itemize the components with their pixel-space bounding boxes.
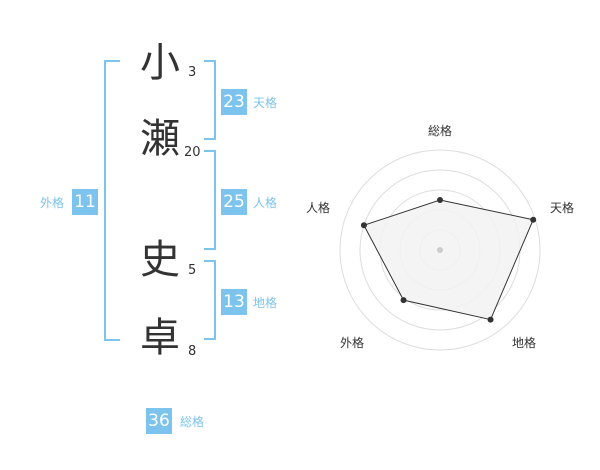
tenkaku-label: 天格: [253, 96, 278, 110]
radar-point-soukaku: [437, 197, 443, 203]
radar-grid-ring: [339, 149, 541, 351]
radar-label-soukaku: 総格: [427, 124, 452, 138]
tenkaku-bracket: [204, 60, 216, 140]
jinkaku-label: 人格: [253, 196, 278, 210]
name-char-2: 瀬: [140, 116, 180, 162]
radar-label-tenkaku: 天格: [549, 201, 574, 215]
gaikaku-bracket: [104, 60, 120, 341]
radar-point-chikaku: [487, 316, 494, 323]
jinkaku-value-badge: 25: [221, 189, 247, 215]
chikaku-label: 地格: [253, 296, 278, 310]
radar-label-chikaku: 地格: [511, 336, 536, 350]
jinkaku-bracket: [204, 150, 216, 250]
stroke-count-2: 20: [184, 145, 201, 160]
radar-point-tenkaku: [530, 216, 537, 223]
radar-point-gaikaku: [400, 297, 407, 304]
gaikaku-label: 外格: [40, 196, 65, 210]
radar-score-polygon: [363, 199, 534, 321]
name-char-3: 史: [140, 237, 180, 283]
gaikaku-value-badge: 11: [72, 189, 98, 215]
stroke-count-4: 8: [188, 344, 197, 359]
stroke-count-3: 5: [188, 263, 197, 278]
radar-label-gaikaku: 外格: [339, 336, 364, 350]
radar-point-jinkaku: [360, 222, 367, 229]
stroke-count-1: 3: [188, 65, 197, 80]
radar-center-dot: [437, 247, 443, 253]
soukaku-value-badge: 36: [146, 408, 172, 434]
soukaku-label: 総格: [180, 415, 205, 429]
chikaku-bracket: [204, 260, 216, 340]
tenkaku-value-badge: 23: [221, 89, 247, 115]
name-char-1: 小: [140, 40, 180, 86]
name-char-4: 卓: [140, 315, 180, 361]
chikaku-value-badge: 13: [221, 289, 247, 315]
kakusu-radar-chart: [339, 149, 541, 351]
radar-label-jinkaku: 人格: [305, 201, 330, 215]
